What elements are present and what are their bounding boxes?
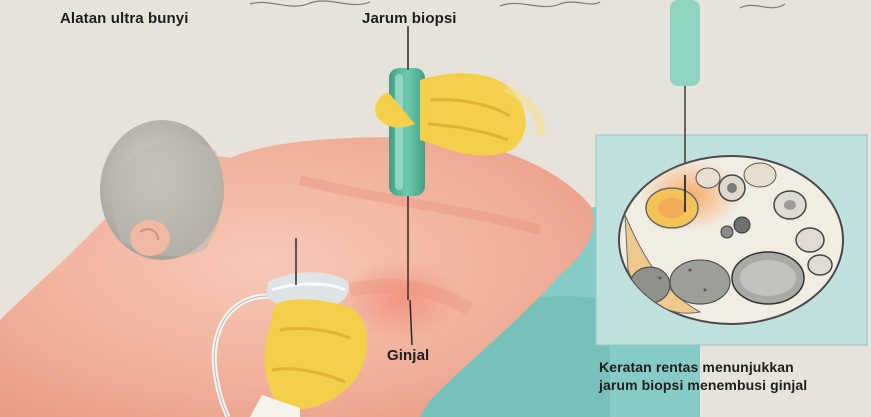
label-biopsy-needle: Jarum biopsi [362, 10, 457, 27]
patient-ear [130, 220, 170, 256]
biopsy-needle [389, 68, 425, 196]
caption-line-2: jarum biopsi menembusi ginjal [599, 377, 807, 393]
label-ultrasound: Alatan ultra bunyi [60, 10, 188, 27]
label-kidney: Ginjal [387, 347, 429, 364]
patient-head [100, 120, 224, 260]
inset-needle [670, 0, 700, 86]
caption-line-1: Keratan rentas menunjukkan [599, 359, 794, 375]
